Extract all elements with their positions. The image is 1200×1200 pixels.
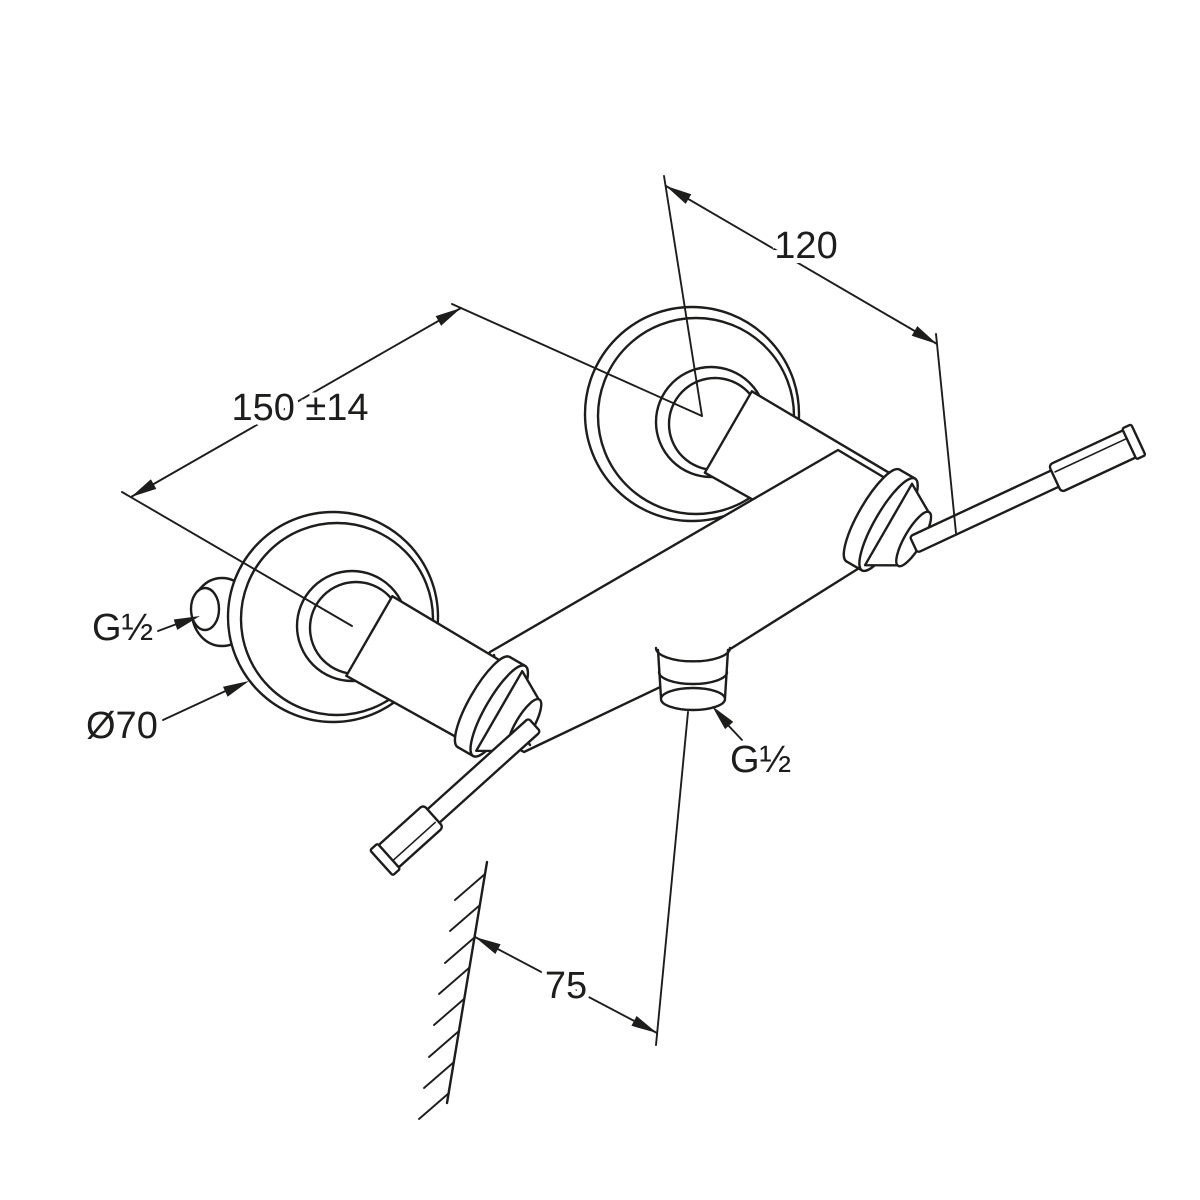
- wall-thread-label: G½: [92, 607, 153, 649]
- outlet-spout: [654, 646, 732, 712]
- arrowhead: [666, 186, 692, 204]
- dimension-150: 150 ±14: [121, 303, 703, 627]
- arrowhead: [712, 706, 734, 730]
- extension-line: [451, 303, 703, 417]
- dim-150-label: 150 ±14: [231, 387, 368, 429]
- extension-line: [663, 175, 703, 417]
- extension-line: [655, 711, 689, 1046]
- label-flange-diameter: Ø70: [81, 681, 249, 752]
- arrowhead: [475, 937, 501, 954]
- dim-75-label: 75: [545, 965, 587, 1007]
- lever-handle-right: [909, 423, 1147, 553]
- wall-hatch: [418, 860, 489, 1120]
- dimension-line: [665, 185, 938, 345]
- arrowhead: [223, 681, 249, 697]
- dimension-75: 75: [474, 711, 689, 1046]
- dimension-line: [474, 936, 658, 1034]
- arrowhead: [911, 326, 937, 344]
- extension-line: [121, 491, 353, 627]
- lever-handle-left: [369, 718, 541, 876]
- arrowhead: [173, 616, 200, 630]
- dim-120-label: 120: [774, 225, 837, 267]
- valve-collar-lower: [453, 655, 543, 758]
- arrowhead: [631, 1016, 657, 1033]
- leader-line: [162, 687, 233, 721]
- dimension-line: [130, 307, 462, 498]
- arrowhead: [435, 308, 461, 326]
- outlet-thread-label: G½: [730, 739, 791, 781]
- dimension-120: 120: [663, 175, 957, 534]
- arrowhead: [131, 479, 157, 497]
- label-wall-thread: G½: [87, 602, 200, 654]
- extension-line: [935, 333, 957, 534]
- flange-diameter-label: Ø70: [86, 705, 158, 747]
- label-outlet-thread: G½: [712, 706, 796, 786]
